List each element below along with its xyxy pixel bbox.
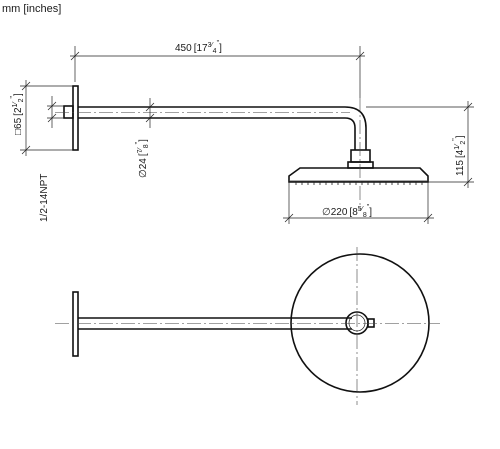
units-label: mm [inches] bbox=[2, 3, 61, 15]
thread-stub bbox=[63, 105, 74, 119]
top-shower-head bbox=[290, 253, 430, 393]
shower-arm bbox=[78, 106, 367, 150]
side-view bbox=[55, 85, 429, 210]
dim-arm-diameter: ∅24[7⁄8"] bbox=[135, 98, 155, 178]
head-connector bbox=[350, 149, 371, 163]
head-connector-nut bbox=[347, 161, 374, 169]
dim-head-diameter-label: ∅220[85⁄8"] bbox=[322, 204, 372, 219]
dim-plate-label: □65[21⁄2"] bbox=[10, 93, 25, 135]
dim-thread-label: 1/2-14NPT bbox=[39, 174, 50, 222]
dim-height-label: 115[41⁄2"] bbox=[452, 135, 467, 176]
dim-height: 115[41⁄2"] bbox=[366, 101, 474, 188]
top-wall-plate bbox=[72, 291, 79, 357]
dim-length: 450[173⁄4"] bbox=[70, 40, 365, 98]
shower-head bbox=[288, 167, 429, 183]
dim-plate: □65[21⁄2"] bbox=[10, 80, 73, 156]
nozzle-row bbox=[295, 182, 423, 185]
dim-arm-diameter-label: ∅24[7⁄8"] bbox=[135, 139, 150, 178]
top-view bbox=[55, 247, 440, 405]
dim-head-diameter: ∅220[85⁄8"] bbox=[283, 182, 434, 224]
dim-length-label: 450[173⁄4"] bbox=[175, 40, 222, 55]
dim-thread: 1/2-14NPT bbox=[39, 96, 64, 222]
